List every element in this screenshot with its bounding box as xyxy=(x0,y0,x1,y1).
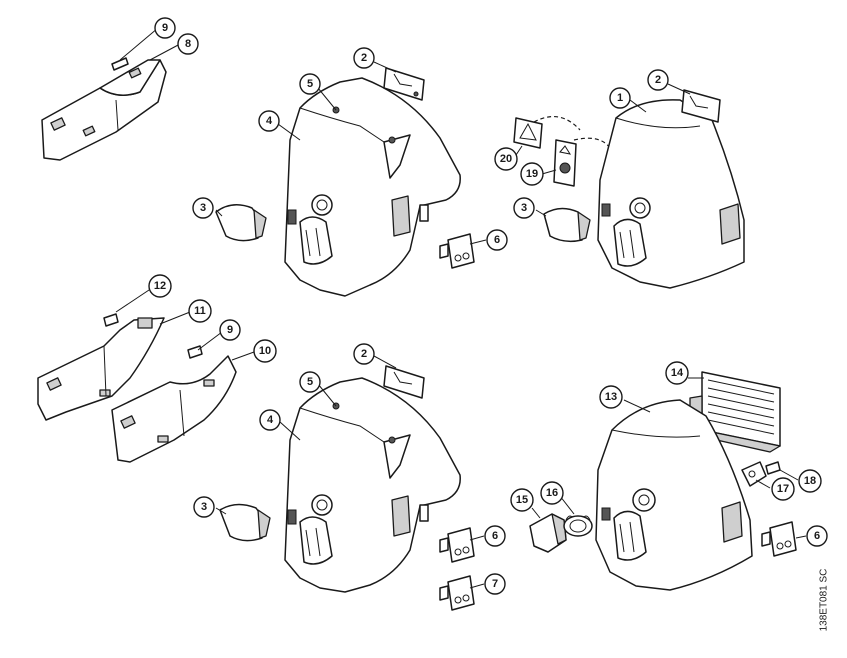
callout-7: 7 xyxy=(484,573,506,595)
svg-text:3: 3 xyxy=(521,202,527,214)
callout-20: 20 xyxy=(494,147,518,171)
callout-19: 19 xyxy=(520,162,544,186)
callout-5-bottom: 5 xyxy=(299,371,321,393)
svg-text:9: 9 xyxy=(227,324,233,336)
mount-6-top-middle xyxy=(439,233,475,269)
callout-8: 8 xyxy=(177,33,199,55)
svg-text:9: 9 xyxy=(162,22,168,34)
callout-12: 12 xyxy=(148,274,172,298)
callout-2-top-right: 2 xyxy=(647,69,669,91)
warning-labels-19-20 xyxy=(513,115,611,187)
svg-text:5: 5 xyxy=(307,78,313,90)
svg-text:8: 8 xyxy=(185,38,191,50)
callout-4-top: 4 xyxy=(258,110,280,132)
svg-text:15: 15 xyxy=(516,494,528,506)
svg-text:20: 20 xyxy=(500,153,512,165)
callout-2-bottom-middle: 2 xyxy=(353,343,375,365)
svg-text:7: 7 xyxy=(492,578,498,590)
callout-14: 14 xyxy=(665,361,689,385)
shroud-housing-13 xyxy=(595,399,753,591)
plate-11 xyxy=(37,313,165,421)
callout-10: 10 xyxy=(253,339,277,363)
svg-text:6: 6 xyxy=(814,530,820,542)
callout-5-top: 5 xyxy=(299,73,321,95)
callout-3-top-right: 3 xyxy=(513,197,535,219)
callout-6-top-middle: 6 xyxy=(486,229,508,251)
screw-18 xyxy=(765,461,781,475)
callout-3-bottom-left: 3 xyxy=(193,496,215,518)
cover-plate-8 xyxy=(41,57,167,161)
callout-11: 11 xyxy=(188,299,212,323)
svg-text:2: 2 xyxy=(361,52,367,64)
svg-text:3: 3 xyxy=(201,501,207,513)
shroud-housing-4-top xyxy=(284,77,461,297)
latch-17 xyxy=(741,461,767,487)
svg-text:16: 16 xyxy=(546,487,558,499)
callout-3-top-left: 3 xyxy=(192,197,214,219)
decal-2-top-right xyxy=(681,89,721,123)
mount-6-bottom-right xyxy=(761,521,797,557)
shroud-housing-1-top-right xyxy=(597,99,745,289)
svg-text:10: 10 xyxy=(259,345,271,357)
callout-2-top-middle: 2 xyxy=(353,47,375,69)
svg-text:4: 4 xyxy=(267,414,274,426)
mount-6-bottom-middle xyxy=(439,527,475,563)
svg-text:12: 12 xyxy=(154,280,166,292)
callout-16: 16 xyxy=(540,481,564,505)
svg-text:17: 17 xyxy=(777,483,789,495)
decal-2-bottom-middle xyxy=(383,365,425,399)
drawing-code-text: 138ET081 SC xyxy=(818,568,830,632)
svg-text:2: 2 xyxy=(655,74,661,86)
svg-text:5: 5 xyxy=(307,376,313,388)
callout-13: 13 xyxy=(599,385,623,409)
callout-6-bottom-middle: 6 xyxy=(484,525,506,547)
grip-3-bottom-left xyxy=(219,503,271,542)
callout-17: 17 xyxy=(771,477,795,501)
leader-lines xyxy=(115,27,807,589)
callout-1: 1 xyxy=(609,87,631,109)
svg-text:6: 6 xyxy=(494,234,500,246)
drawing-code-label: 138ET081 SC xyxy=(816,560,832,640)
shroud-housing-4-bottom xyxy=(284,377,461,593)
decal-2-top-middle xyxy=(383,67,425,101)
svg-text:11: 11 xyxy=(194,305,206,317)
svg-text:6: 6 xyxy=(492,530,498,542)
svg-text:19: 19 xyxy=(526,168,538,180)
svg-text:14: 14 xyxy=(671,367,684,379)
callout-9-top: 9 xyxy=(154,17,176,39)
plate-10 xyxy=(111,345,237,463)
svg-text:4: 4 xyxy=(266,115,273,127)
callout-9-middle: 9 xyxy=(219,319,241,341)
svg-text:3: 3 xyxy=(200,202,206,214)
knob-15 xyxy=(529,513,567,553)
mount-7 xyxy=(439,575,475,611)
svg-text:1: 1 xyxy=(617,92,623,104)
grip-3-top-left xyxy=(215,204,267,242)
grip-3-top-right xyxy=(543,207,591,243)
callout-15: 15 xyxy=(510,488,534,512)
svg-text:13: 13 xyxy=(605,391,617,403)
callout-4-bottom: 4 xyxy=(259,409,281,431)
callout-18: 18 xyxy=(798,469,822,493)
spring-16 xyxy=(563,515,593,537)
callout-6-bottom-right: 6 xyxy=(806,525,828,547)
svg-text:18: 18 xyxy=(804,475,816,487)
svg-text:2: 2 xyxy=(361,348,367,360)
